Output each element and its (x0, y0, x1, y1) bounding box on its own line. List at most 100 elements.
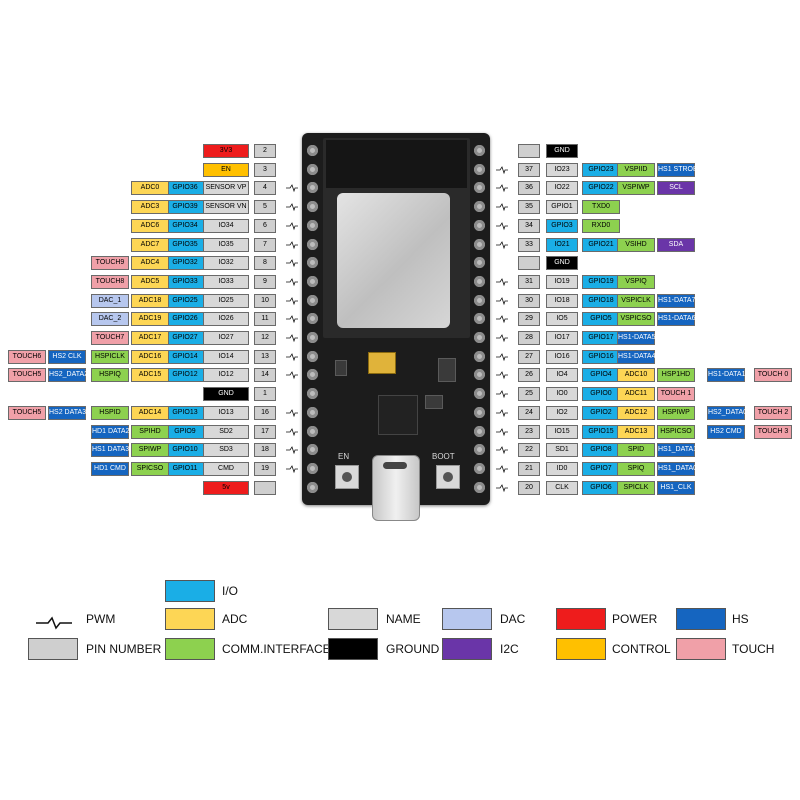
pin-label-adc: ADC6 (131, 219, 169, 233)
pin-label-name: IO32 (203, 256, 249, 270)
pin-label-hs: HS2 DATA3 (48, 406, 86, 420)
pin-number: 2 (254, 144, 276, 158)
legend-hs-swatch (676, 608, 726, 630)
pin-label-name: CLK (546, 481, 578, 495)
pin-label-name: IO14 (203, 350, 249, 364)
header-pin (307, 239, 318, 250)
pin-label-io: GPIO3 (546, 219, 578, 233)
header-pin (474, 351, 485, 362)
pin-label-name: IO15 (546, 425, 578, 439)
pin-number: 1 (254, 387, 276, 401)
pin-label-i2c: SDA (657, 238, 695, 252)
pin-label-name: IO26 (203, 312, 249, 326)
pin-label-name: IO35 (203, 238, 249, 252)
pin-label-hs: HS1-DATA7 (657, 294, 695, 308)
pin-label-io: GPIO16 (582, 350, 620, 364)
legend-pwm-label: PWM (86, 612, 116, 626)
pin-label-io: GPIO26 (166, 312, 204, 326)
pwm-legend-icon (36, 616, 72, 630)
legend-io-label: I/O (222, 584, 239, 598)
pwm-icon (286, 278, 298, 287)
pwm-icon (496, 297, 508, 306)
pwm-icon (496, 203, 508, 212)
pin-label-io: GPIO19 (582, 275, 620, 289)
usb-uart-chip (378, 395, 418, 435)
pin-label-comm: SPICSO (131, 462, 169, 476)
pin-label-comm: SPIWP (131, 443, 169, 457)
pin-label-comm: SPIHD (131, 425, 169, 439)
pin-number: 27 (518, 350, 540, 364)
header-pin (474, 426, 485, 437)
pin-number: 23 (518, 425, 540, 439)
pin-label-hs: HS2 CMD (707, 425, 745, 439)
pin-label-io: GPIO7 (582, 462, 620, 476)
header-pin (307, 388, 318, 399)
pin-label-io: IO21 (546, 238, 578, 252)
header-pin (474, 276, 485, 287)
pin-label-comm: HSPICLK (91, 350, 129, 364)
pin-label-comm: HSPICSO (657, 425, 695, 439)
legend-i2c-label: I2C (500, 642, 519, 656)
pin-number: 7 (254, 238, 276, 252)
en-button-dot (342, 472, 352, 482)
pin-label-name: IO25 (203, 294, 249, 308)
pin-label-io: GPIO36 (166, 181, 204, 195)
pin-number: 8 (254, 256, 276, 270)
pwm-icon (496, 278, 508, 287)
pin-number (518, 144, 540, 158)
pin-label-comm: SPICLK (617, 481, 655, 495)
pin-label-name: IO33 (203, 275, 249, 289)
pin-label-name: IO23 (546, 163, 578, 177)
pin-label-touch: TOUCH 1 (657, 387, 695, 401)
pwm-icon (286, 428, 298, 437)
pin-label-ground: GND (546, 256, 578, 270)
pin-label-touch: TOUCH5 (8, 368, 46, 382)
pin-label-io: GPIO5 (582, 312, 620, 326)
pin-label-adc: ADC3 (131, 200, 169, 214)
legend-dac-label: DAC (500, 612, 526, 626)
legend-i2c-swatch (442, 638, 492, 660)
pin-label-io: GPIO18 (582, 294, 620, 308)
pin-label-hs: HS1 STROBE (657, 163, 702, 177)
header-pin (474, 369, 485, 380)
pin-number: 20 (518, 481, 540, 495)
pin-label-touch: TOUCH 3 (754, 425, 792, 439)
header-pin (474, 164, 485, 175)
header-pin (307, 351, 318, 362)
header-pin (307, 407, 318, 418)
pin-label-io: GPIO9 (166, 425, 204, 439)
pin-label-adc: ADC14 (131, 406, 169, 420)
legend-name-label: NAME (386, 612, 421, 626)
header-pin (474, 295, 485, 306)
pin-label-comm: VSPIID (617, 163, 655, 177)
capacitor (368, 352, 396, 374)
pin-label-comm: VSPICLK (617, 294, 655, 308)
pin-label-name: GPIO1 (546, 200, 578, 214)
legend-dac-swatch (442, 608, 492, 630)
pin-number: 34 (518, 219, 540, 233)
header-pin (307, 482, 318, 493)
pin-label-name: ID0 (546, 462, 578, 476)
pin-label-io: GPIO39 (166, 200, 204, 214)
pin-number: 16 (254, 406, 276, 420)
pin-label-hs: HS2_DATA2 (48, 368, 88, 382)
pin-label-comm: VSPIQ (617, 275, 655, 289)
pin-label-io: GPIO35 (166, 238, 204, 252)
pin-number: 33 (518, 238, 540, 252)
pin-label-name: IO16 (546, 350, 578, 364)
header-pin (474, 201, 485, 212)
pin-label-io: GPIO33 (166, 275, 204, 289)
pin-label-comm: VSIHD (617, 238, 655, 252)
pin-label-touch: TOUCH7 (91, 331, 129, 345)
pin-number: 18 (254, 443, 276, 457)
en-button[interactable] (335, 465, 359, 489)
pwm-icon (496, 484, 508, 493)
pin-label-io: GPIO2 (582, 406, 620, 420)
pin-label-io: GPIO4 (582, 368, 620, 382)
pin-label-hs: HS1_DATA1 (657, 443, 697, 457)
pin-label-name: IO17 (546, 331, 578, 345)
header-pin (474, 444, 485, 455)
legend-adc-label: ADC (222, 612, 248, 626)
header-pin (307, 276, 318, 287)
